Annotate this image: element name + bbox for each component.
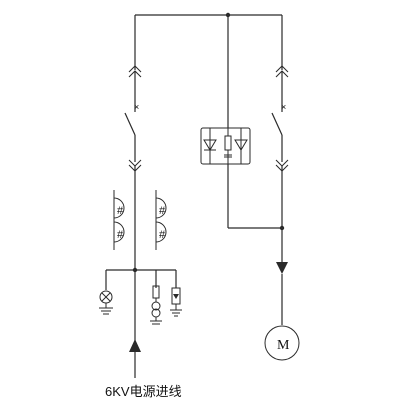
ct-mark-2a: #	[159, 205, 166, 217]
protector-diode-left	[203, 128, 217, 164]
fuse-and-voltage-transformer	[150, 285, 162, 325]
motor: M	[264, 325, 300, 361]
motor-symbol: M	[277, 338, 290, 353]
breaker-mark-right: ×	[281, 102, 286, 112]
ct-mark-1b: #	[117, 229, 124, 241]
incoming-power-arrow	[129, 339, 141, 378]
incoming-label: 6KV电源进线	[105, 384, 182, 399]
protector-box	[200, 127, 251, 165]
incoming-feeder: × # # # #	[99, 15, 182, 399]
protector-resistor	[224, 128, 232, 164]
ct-mark-2b: #	[159, 229, 166, 241]
current-transformer-group-1: # #	[113, 190, 125, 250]
surge-arrester-left	[170, 287, 182, 317]
ct-mark-1a: #	[117, 205, 124, 217]
breaker-mark-left: ×	[134, 102, 139, 112]
circuit-breaker-right: ×	[271, 102, 286, 136]
top-busbar	[135, 12, 282, 18]
protector-diode-right	[234, 128, 248, 164]
motor-feeder: × M	[264, 15, 300, 361]
overvoltage-protector	[200, 15, 285, 231]
metering-branch	[105, 267, 177, 290]
circuit-breaker-left: ×	[124, 102, 139, 136]
indicator-lamp	[99, 290, 113, 315]
current-transformer-group-2: # #	[155, 190, 167, 250]
outgoing-power-arrow	[276, 262, 288, 274]
